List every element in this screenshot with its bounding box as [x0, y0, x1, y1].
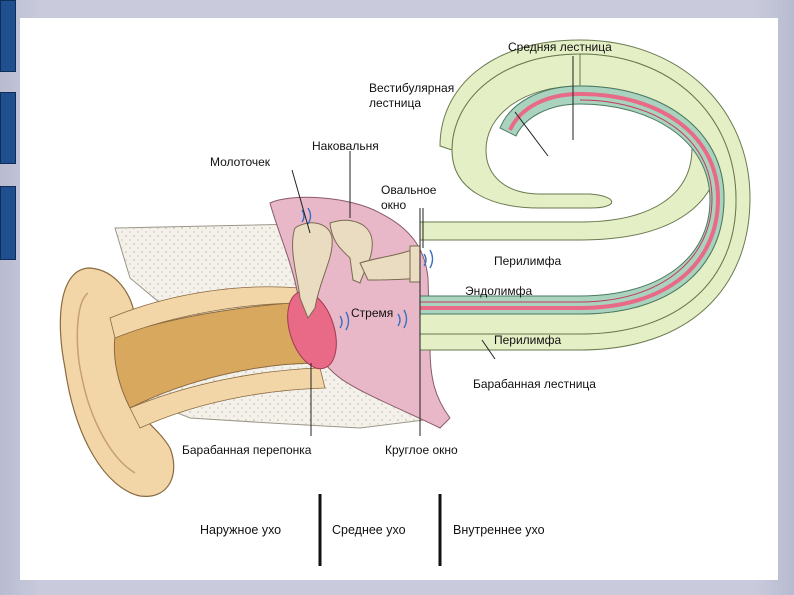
cochlea [419, 39, 751, 351]
ossicles [292, 219, 421, 320]
label-malleus: Молоточек [210, 155, 271, 169]
malleus-icon [292, 222, 333, 320]
basilar-membrane [420, 91, 721, 310]
region-middle-ear: Среднее ухо [332, 523, 406, 537]
side-tab-2 [0, 92, 16, 164]
leader-lines [291, 56, 574, 436]
label-tympanic-membrane: Барабанная перепонка [182, 443, 312, 457]
label-oval-window-line2: окно [381, 198, 407, 212]
label-stapes: Стремя [351, 306, 393, 320]
scala-media [419, 85, 725, 315]
label-oval-window-line1: Овальное [381, 183, 437, 197]
side-tab-1 [0, 0, 16, 72]
label-perilymph-top: Перилимфа [494, 254, 562, 268]
label-perilymph-bottom: Перилимфа [494, 333, 562, 347]
side-tab-3 [0, 186, 16, 260]
region-inner-ear: Внутреннее ухо [453, 523, 545, 537]
region-outer-ear: Наружное ухо [200, 523, 281, 537]
label-endolymph: Эндолимфа [465, 284, 532, 298]
label-scala-vestibuli-line2: лестница [369, 96, 421, 110]
label-round-window: Круглое окно [385, 443, 458, 457]
sound-waves [301, 207, 434, 331]
diagram-panel: Средняя лестница Вестибулярная лестница … [20, 18, 778, 580]
ear-diagram: Средняя лестница Вестибулярная лестница … [59, 39, 751, 566]
label-incus: Наковальня [312, 139, 379, 153]
label-scala-media: Средняя лестница [508, 40, 612, 54]
label-scala-tympani: Барабанная лестница [473, 377, 596, 391]
label-scala-vestibuli-line1: Вестибулярная [369, 81, 454, 95]
